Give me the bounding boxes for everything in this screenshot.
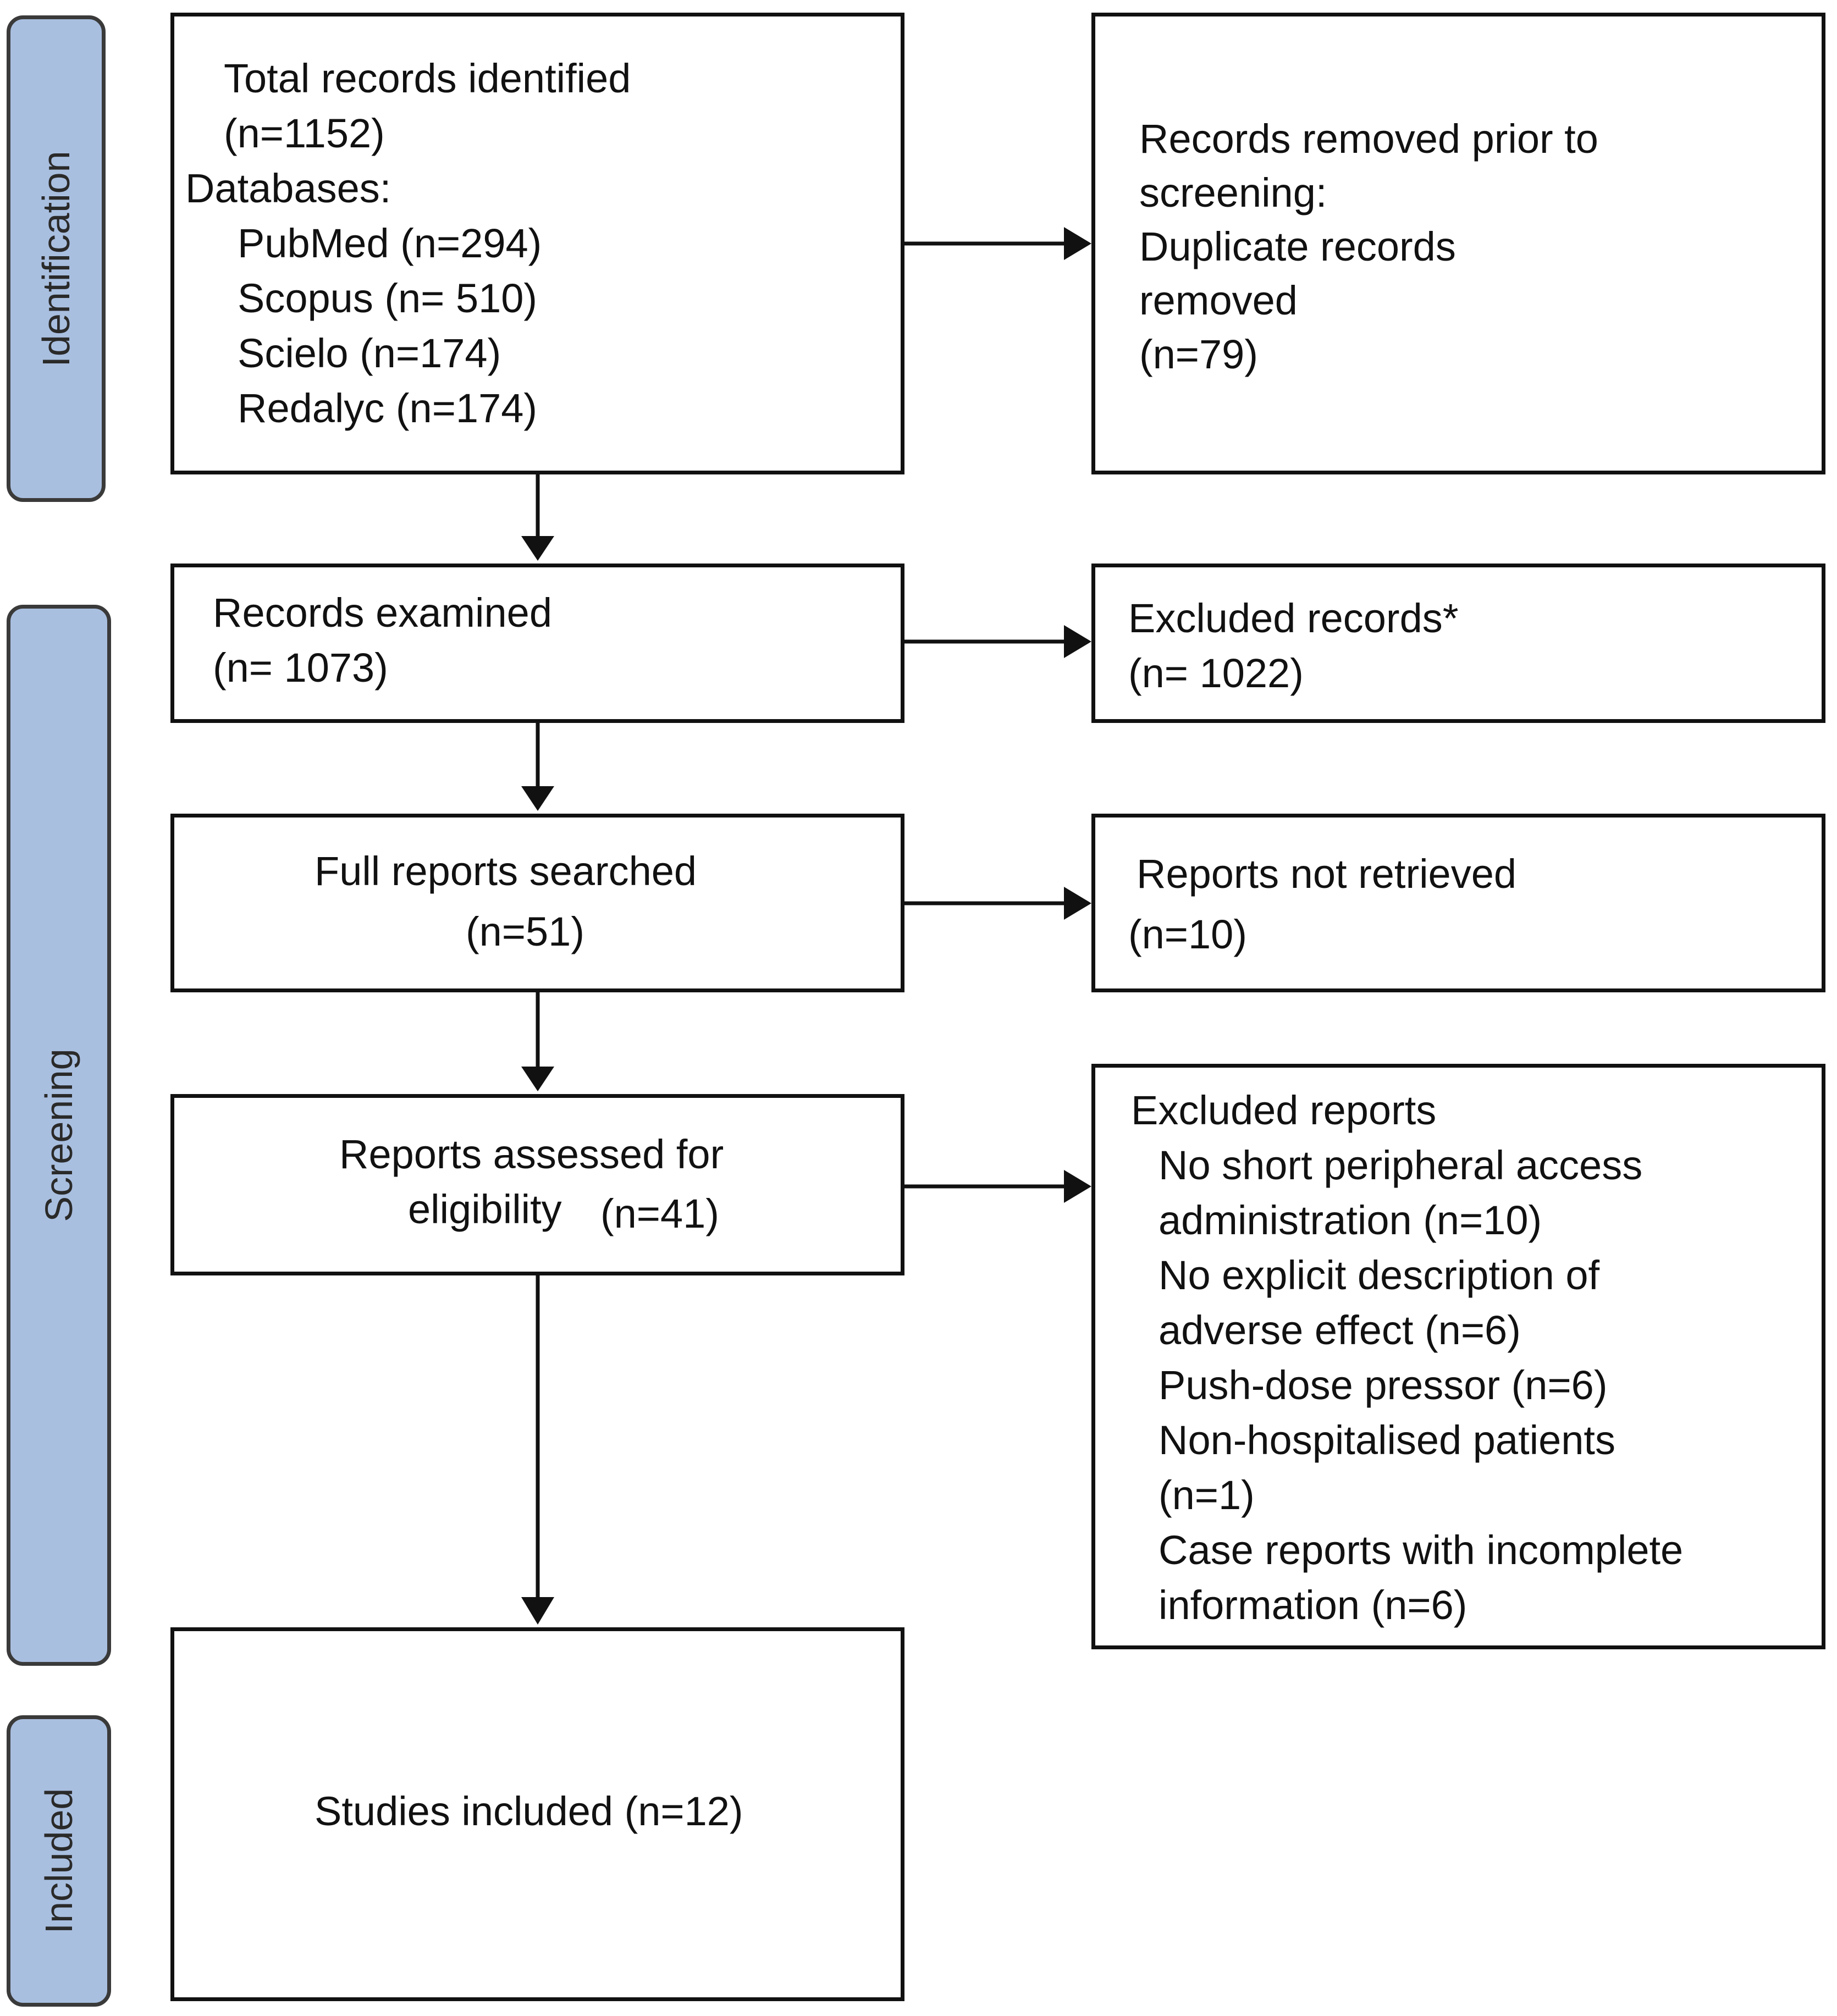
not-retrieved-title: Reports not retrieved — [1137, 851, 1517, 897]
arrowhead-full-to-assessed — [521, 1067, 554, 1091]
box-records-removed: Records removed prior to screening: Dupl… — [1091, 13, 1825, 474]
excluded-reason-4: adverse effect (n=6) — [1159, 1307, 1521, 1353]
excluded-reason-9: information (n=6) — [1159, 1582, 1468, 1628]
arrowhead-assessed-to-excluded-reports — [1064, 1170, 1091, 1203]
excluded-records-title: Excluded records* — [1128, 595, 1459, 641]
arrowhead-total-to-removed — [1064, 227, 1091, 260]
arrowhead-full-to-not-retrieved — [1064, 887, 1091, 920]
phase-identification: Identification — [7, 15, 106, 502]
arrowhead-examined-to-excluded — [1064, 625, 1091, 658]
excluded-reports-title: Excluded reports — [1131, 1087, 1437, 1133]
assessed-line-2: eligibility — [408, 1186, 562, 1232]
full-reports-count: (n=51) — [466, 909, 584, 954]
arrowhead-examined-to-full — [521, 786, 554, 811]
studies-included-title: Studies included (n=12) — [315, 1788, 743, 1834]
phase-screening: Screening — [7, 605, 111, 1666]
examined-count: (n= 1073) — [213, 645, 388, 691]
database-scielo: Scielo (n=174) — [238, 330, 501, 376]
excluded-reason-5: Push-dose pressor (n=6) — [1159, 1362, 1608, 1408]
databases-label: Databases: — [185, 165, 391, 211]
box-records-examined: Records examined (n= 1073) — [170, 564, 904, 723]
excluded-reason-8: Case reports with incomplete — [1159, 1527, 1684, 1573]
box-reports-assessed: Reports assessed for eligibility (n=41) — [170, 1094, 904, 1275]
excluded-reason-2: administration (n=10) — [1159, 1197, 1542, 1243]
removed-line-4: removed — [1139, 278, 1298, 323]
excluded-reason-3: No explicit description of — [1159, 1252, 1600, 1298]
phase-included: Included — [7, 1715, 111, 2007]
box-studies-included: Studies included (n=12) — [170, 1627, 904, 2001]
full-reports-title: Full reports searched — [315, 848, 697, 894]
database-redalyc: Redalyc (n=174) — [238, 385, 538, 431]
arrowhead-assessed-to-included — [521, 1597, 554, 1625]
removed-line-1: Records removed prior to — [1139, 116, 1598, 162]
box-total-records: Total records identified (n=1152) Databa… — [170, 13, 904, 474]
box-not-retrieved: Reports not retrieved (n=10) — [1091, 814, 1825, 992]
assessed-line-1: Reports assessed for — [339, 1131, 724, 1177]
excluded-reason-1: No short peripheral access — [1159, 1142, 1643, 1188]
removed-line-2: screening: — [1139, 170, 1327, 216]
removed-line-3: Duplicate records — [1139, 224, 1456, 269]
database-scopus: Scopus (n= 510) — [238, 275, 538, 321]
box-excluded-records: Excluded records* (n= 1022) — [1091, 564, 1825, 723]
total-count: (n=1152) — [224, 111, 385, 156]
database-pubmed: PubMed (n=294) — [238, 220, 542, 266]
excluded-reason-7: (n=1) — [1159, 1472, 1255, 1518]
total-title: Total records identified — [224, 56, 631, 101]
box-excluded-reports: Excluded reports No short peripheral acc… — [1091, 1064, 1825, 1649]
excluded-records-count: (n= 1022) — [1128, 650, 1304, 696]
excluded-reason-6: Non-hospitalised patients — [1159, 1417, 1615, 1463]
not-retrieved-count: (n=10) — [1128, 912, 1247, 957]
arrowhead-total-to-examined — [521, 536, 554, 561]
removed-line-5: (n=79) — [1139, 332, 1258, 377]
examined-title: Records examined — [213, 590, 552, 636]
assessed-count: (n=41) — [600, 1191, 719, 1236]
box-full-reports: Full reports searched (n=51) — [170, 814, 904, 992]
